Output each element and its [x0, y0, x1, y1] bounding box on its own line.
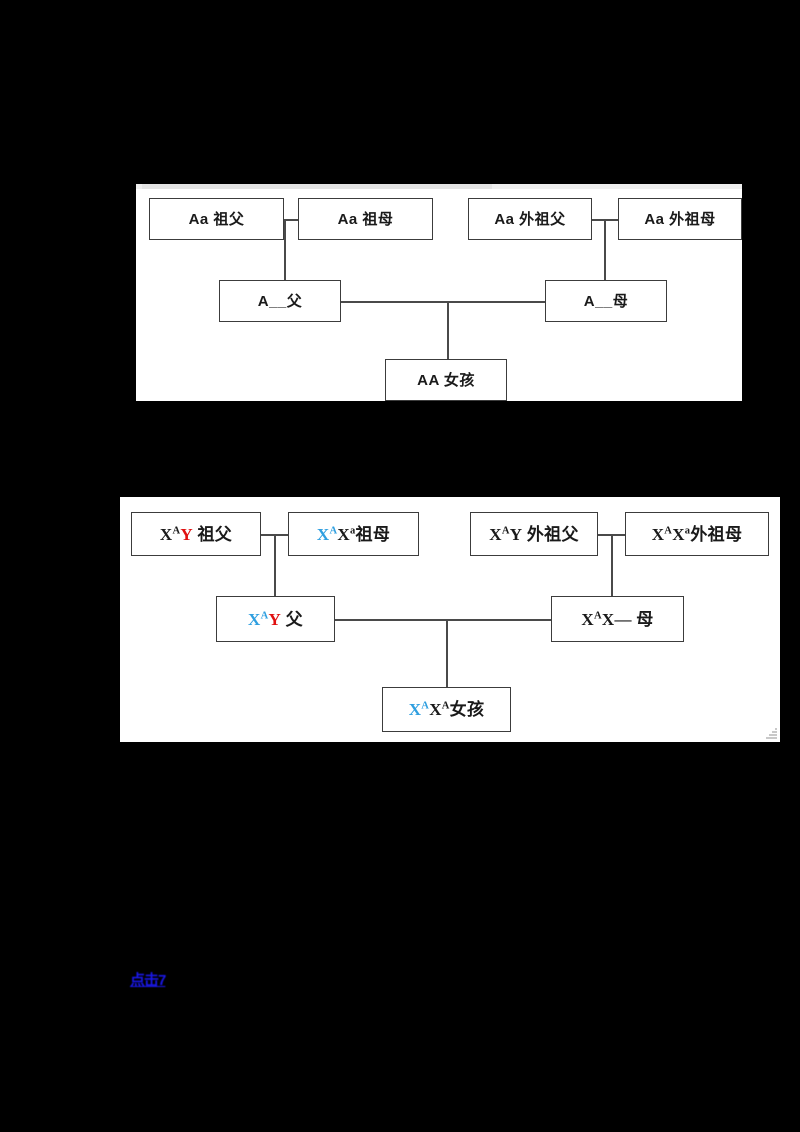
node-daughter[interactable]: XAXA女孩 — [382, 687, 511, 732]
node-paternal-grandfather[interactable]: Aa 祖父 — [149, 198, 284, 240]
connector-parents-marriage — [335, 619, 551, 621]
x-linked-pedigree-panel: XAY 祖父 XAXa祖母 XAY 外祖父 XAXa外祖母 XAY 父 XAX—… — [120, 497, 780, 742]
node-label: Aa 祖母 — [337, 210, 394, 228]
connector-parents-marriage — [341, 301, 545, 303]
node-label: XAXa祖母 — [316, 524, 391, 544]
node-mother[interactable]: XAX— 母 — [551, 596, 684, 642]
node-label: XAY 祖父 — [159, 524, 233, 544]
node-father[interactable]: XAY 父 — [216, 596, 335, 642]
node-maternal-grandmother[interactable]: Aa 外祖母 — [618, 198, 742, 240]
footer-link[interactable]: 点击7 — [130, 972, 166, 989]
node-label: AA 女孩 — [417, 371, 475, 389]
connector-paternal-descent — [284, 219, 286, 301]
node-label: XAXa外祖母 — [651, 524, 743, 544]
node-maternal-grandmother[interactable]: XAXa外祖母 — [625, 512, 769, 556]
node-label: XAY 外祖父 — [489, 524, 579, 544]
connector-maternal-descent — [604, 219, 606, 301]
connector-paternal-descent — [274, 534, 276, 613]
node-label: Aa 外祖父 — [494, 210, 566, 228]
node-daughter[interactable]: AA 女孩 — [385, 359, 507, 401]
node-label: A__母 — [583, 292, 629, 310]
autosomal-pedigree-panel: Aa 祖父 Aa 祖母 Aa 外祖父 Aa 外祖母 A__父 A__母 AA 女… — [136, 184, 742, 401]
node-label: Aa 外祖母 — [644, 210, 716, 228]
node-mother[interactable]: A__母 — [545, 280, 667, 322]
node-label: XAY 父 — [248, 609, 303, 629]
resize-handle-icon[interactable] — [766, 728, 777, 739]
node-paternal-grandmother[interactable]: XAXa祖母 — [288, 512, 419, 556]
node-label: A__父 — [257, 292, 303, 310]
node-label: XAXA女孩 — [408, 700, 485, 719]
node-label: XAX— 母 — [581, 609, 654, 629]
node-label: Aa 祖父 — [188, 210, 245, 228]
connector-child-descent — [446, 619, 448, 694]
panel-top-bar-segment — [142, 184, 492, 189]
node-paternal-grandfather[interactable]: XAY 祖父 — [131, 512, 261, 556]
node-father[interactable]: A__父 — [219, 280, 341, 322]
node-maternal-grandfather[interactable]: XAY 外祖父 — [470, 512, 598, 556]
node-maternal-grandfather[interactable]: Aa 外祖父 — [468, 198, 592, 240]
node-paternal-grandmother[interactable]: Aa 祖母 — [298, 198, 433, 240]
connector-child-descent — [447, 301, 449, 380]
connector-maternal-descent — [611, 534, 613, 613]
